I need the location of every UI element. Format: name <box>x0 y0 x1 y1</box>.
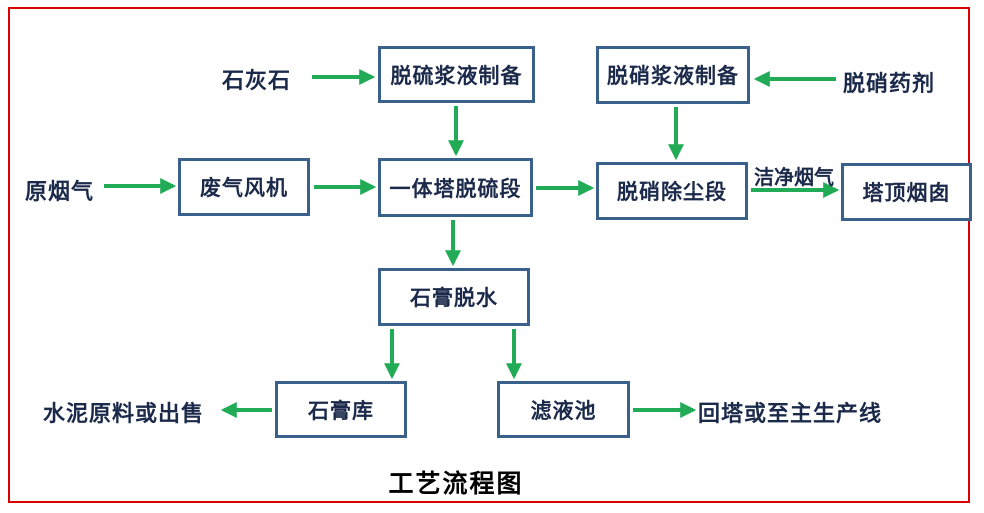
node-filtrate-pool: 滤液池 <box>497 381 630 438</box>
node-tower-top-chimney: 塔顶烟囱 <box>841 163 972 221</box>
label-denitrification-agent: 脱硝药剂 <box>843 71 936 96</box>
node-denitrification-dust-removal: 脱硝除尘段 <box>596 162 748 220</box>
node-desulfurization-slurry-prep: 脱硫浆液制备 <box>378 46 535 103</box>
node-gypsum-storage: 石膏库 <box>275 381 407 438</box>
node-waste-gas-fan: 废气风机 <box>178 158 310 216</box>
diagram-title: 工艺流程图 <box>388 470 524 498</box>
label-raw-flue-gas: 原烟气 <box>25 179 95 204</box>
node-integrated-tower-desulfurization: 一体塔脱硫段 <box>378 158 533 217</box>
label-return-to-tower-or-main-line: 回塔或至主生产线 <box>698 401 883 426</box>
label-clean-flue-gas: 洁净烟气 <box>754 167 834 189</box>
label-limestone: 石灰石 <box>222 68 292 93</box>
label-cement-raw-material-or-sale: 水泥原料或出售 <box>43 401 205 426</box>
node-gypsum-dewatering: 石膏脱水 <box>378 268 530 326</box>
diagram-frame-border <box>8 7 970 503</box>
node-denitrification-slurry-prep: 脱硝浆液制备 <box>596 46 750 104</box>
